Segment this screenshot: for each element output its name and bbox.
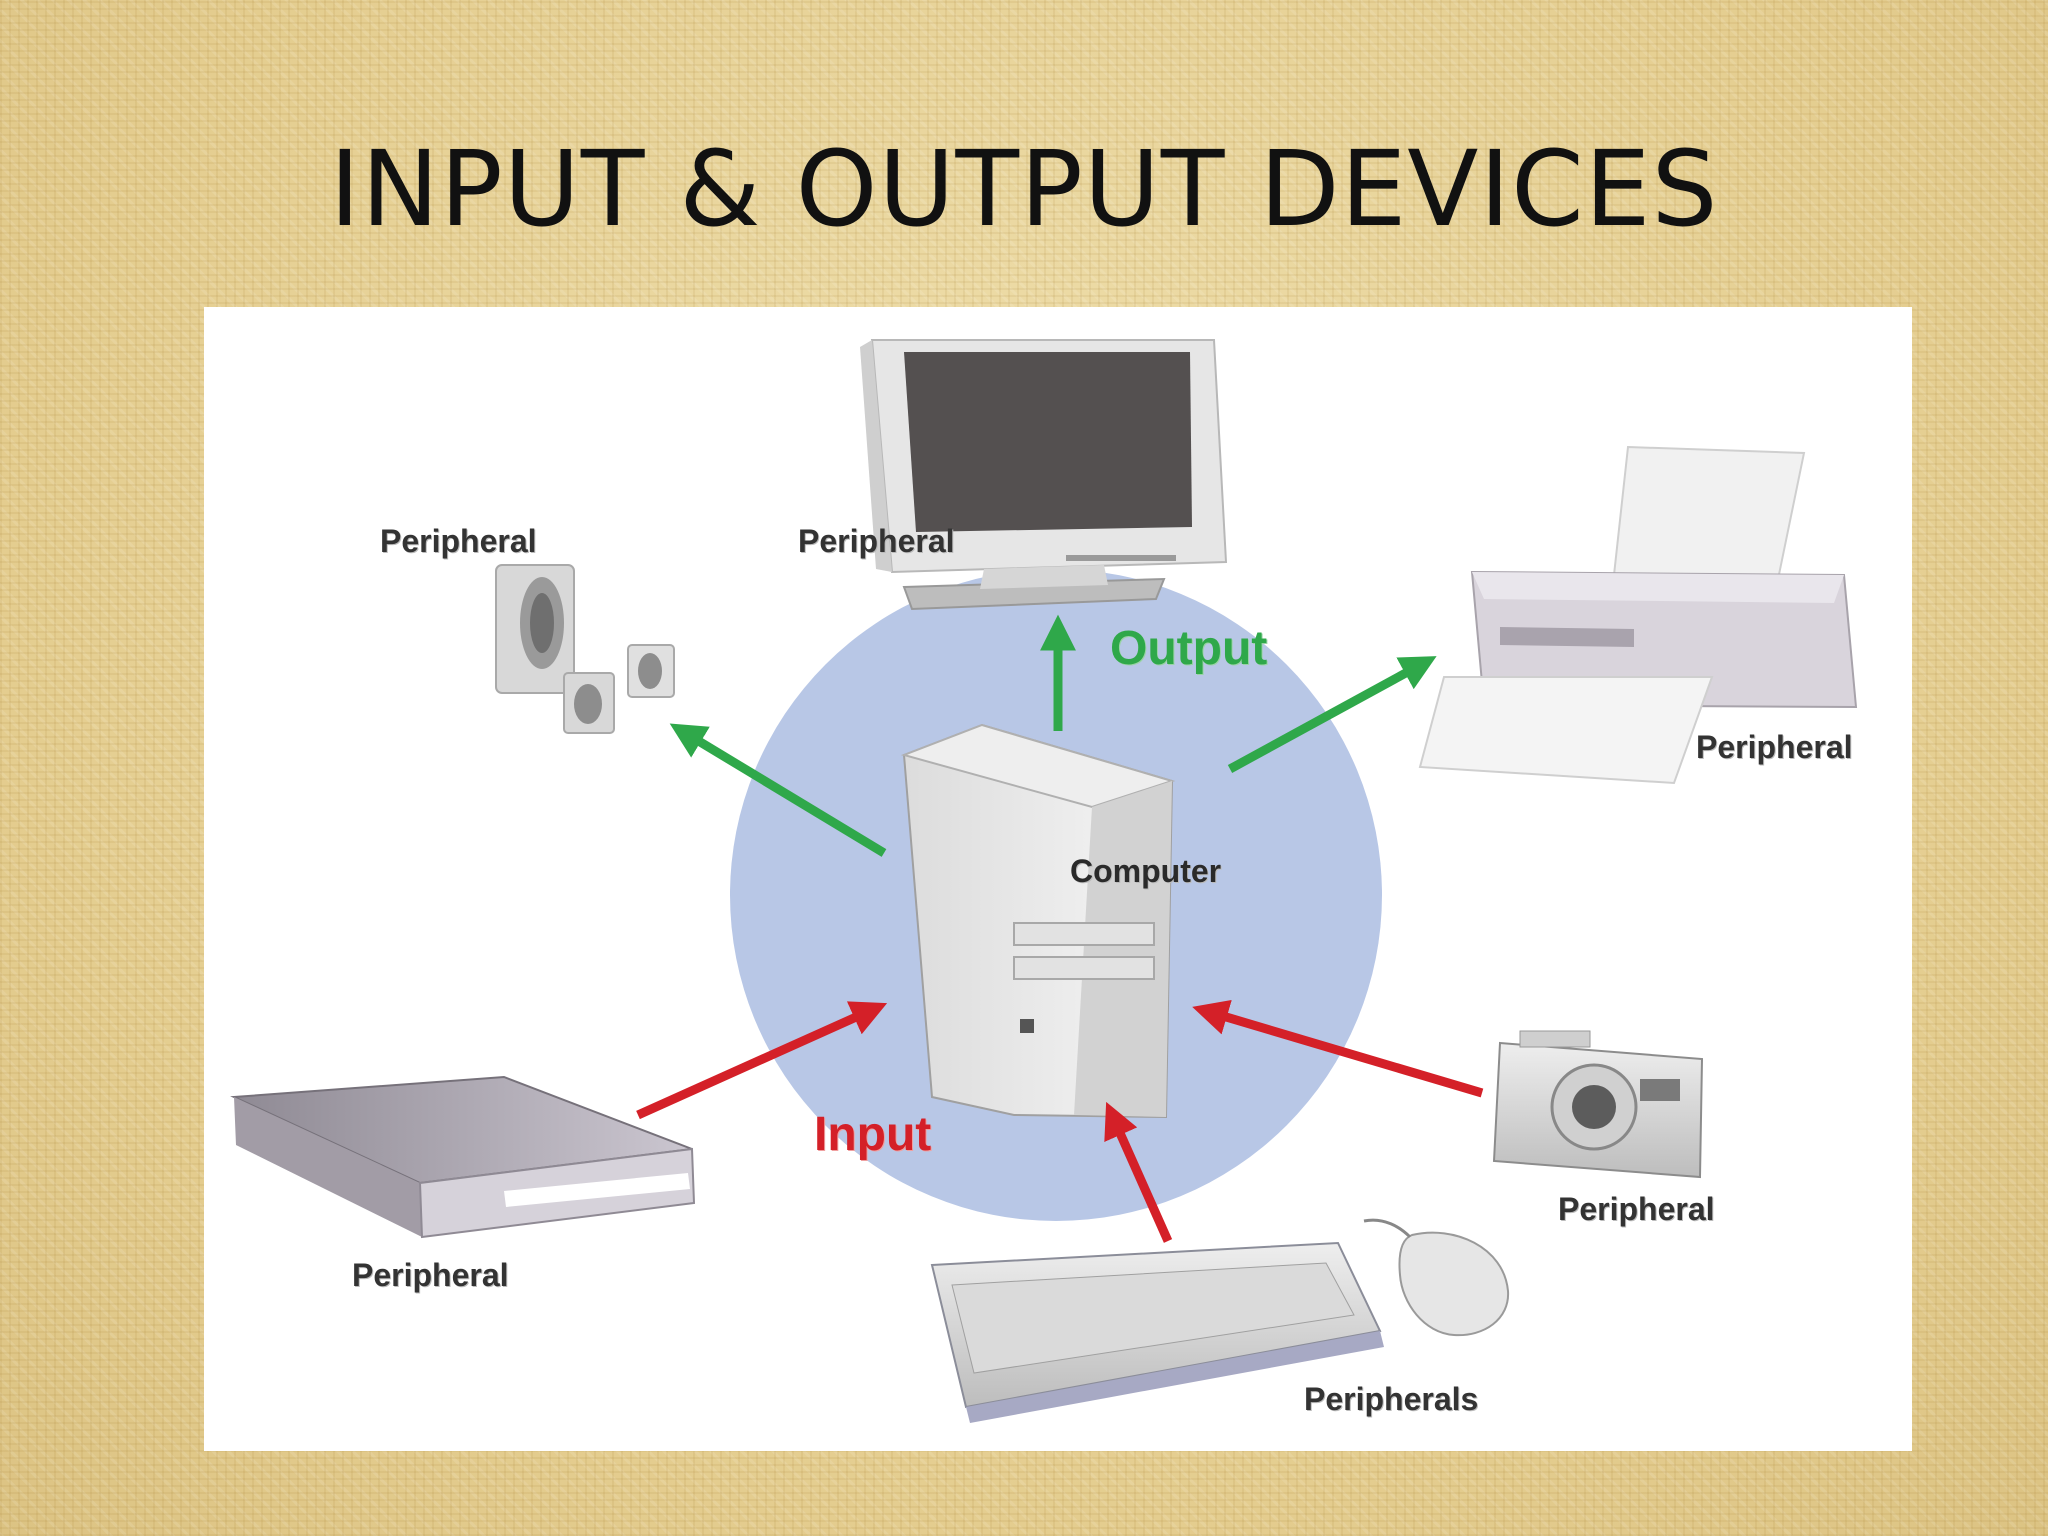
scanner-icon — [230, 1075, 696, 1239]
computer-tower-icon — [900, 723, 1176, 1119]
monitor-icon — [860, 339, 1228, 611]
keyboard-mouse-peripherals-label: Peripherals — [1304, 1381, 1479, 1417]
keyboard-mouse-icon — [930, 1218, 1510, 1423]
camera-peripheral-label: Peripheral — [1558, 1191, 1715, 1227]
speakers-peripheral-label: Peripheral — [380, 523, 537, 559]
input-arrow-keyboard — [1104, 1101, 1173, 1243]
input-arrow-camera — [1192, 999, 1484, 1098]
diagram-panel: Computer Output Input Peripheral Periphe… — [204, 307, 1912, 1451]
input-arrow-scanner — [636, 1001, 888, 1120]
output-arrow-speakers — [669, 723, 887, 857]
output-label: Output — [1110, 622, 1268, 675]
scanner-peripheral-label: Peripheral — [352, 1257, 509, 1293]
printer-icon — [1418, 445, 1858, 785]
output-arrow-printer — [1227, 656, 1437, 773]
input-label: Input — [814, 1108, 932, 1161]
slide-title: INPUT & OUTPUT DEVICES — [329, 128, 1719, 250]
computer-label: Computer — [1070, 853, 1222, 889]
camera-icon — [1492, 1030, 1704, 1179]
diagram-svg — [230, 339, 1858, 1423]
monitor-peripheral-label: Peripheral — [798, 523, 955, 559]
printer-peripheral-label: Peripheral — [1696, 729, 1853, 765]
speakers-icon — [495, 564, 675, 734]
